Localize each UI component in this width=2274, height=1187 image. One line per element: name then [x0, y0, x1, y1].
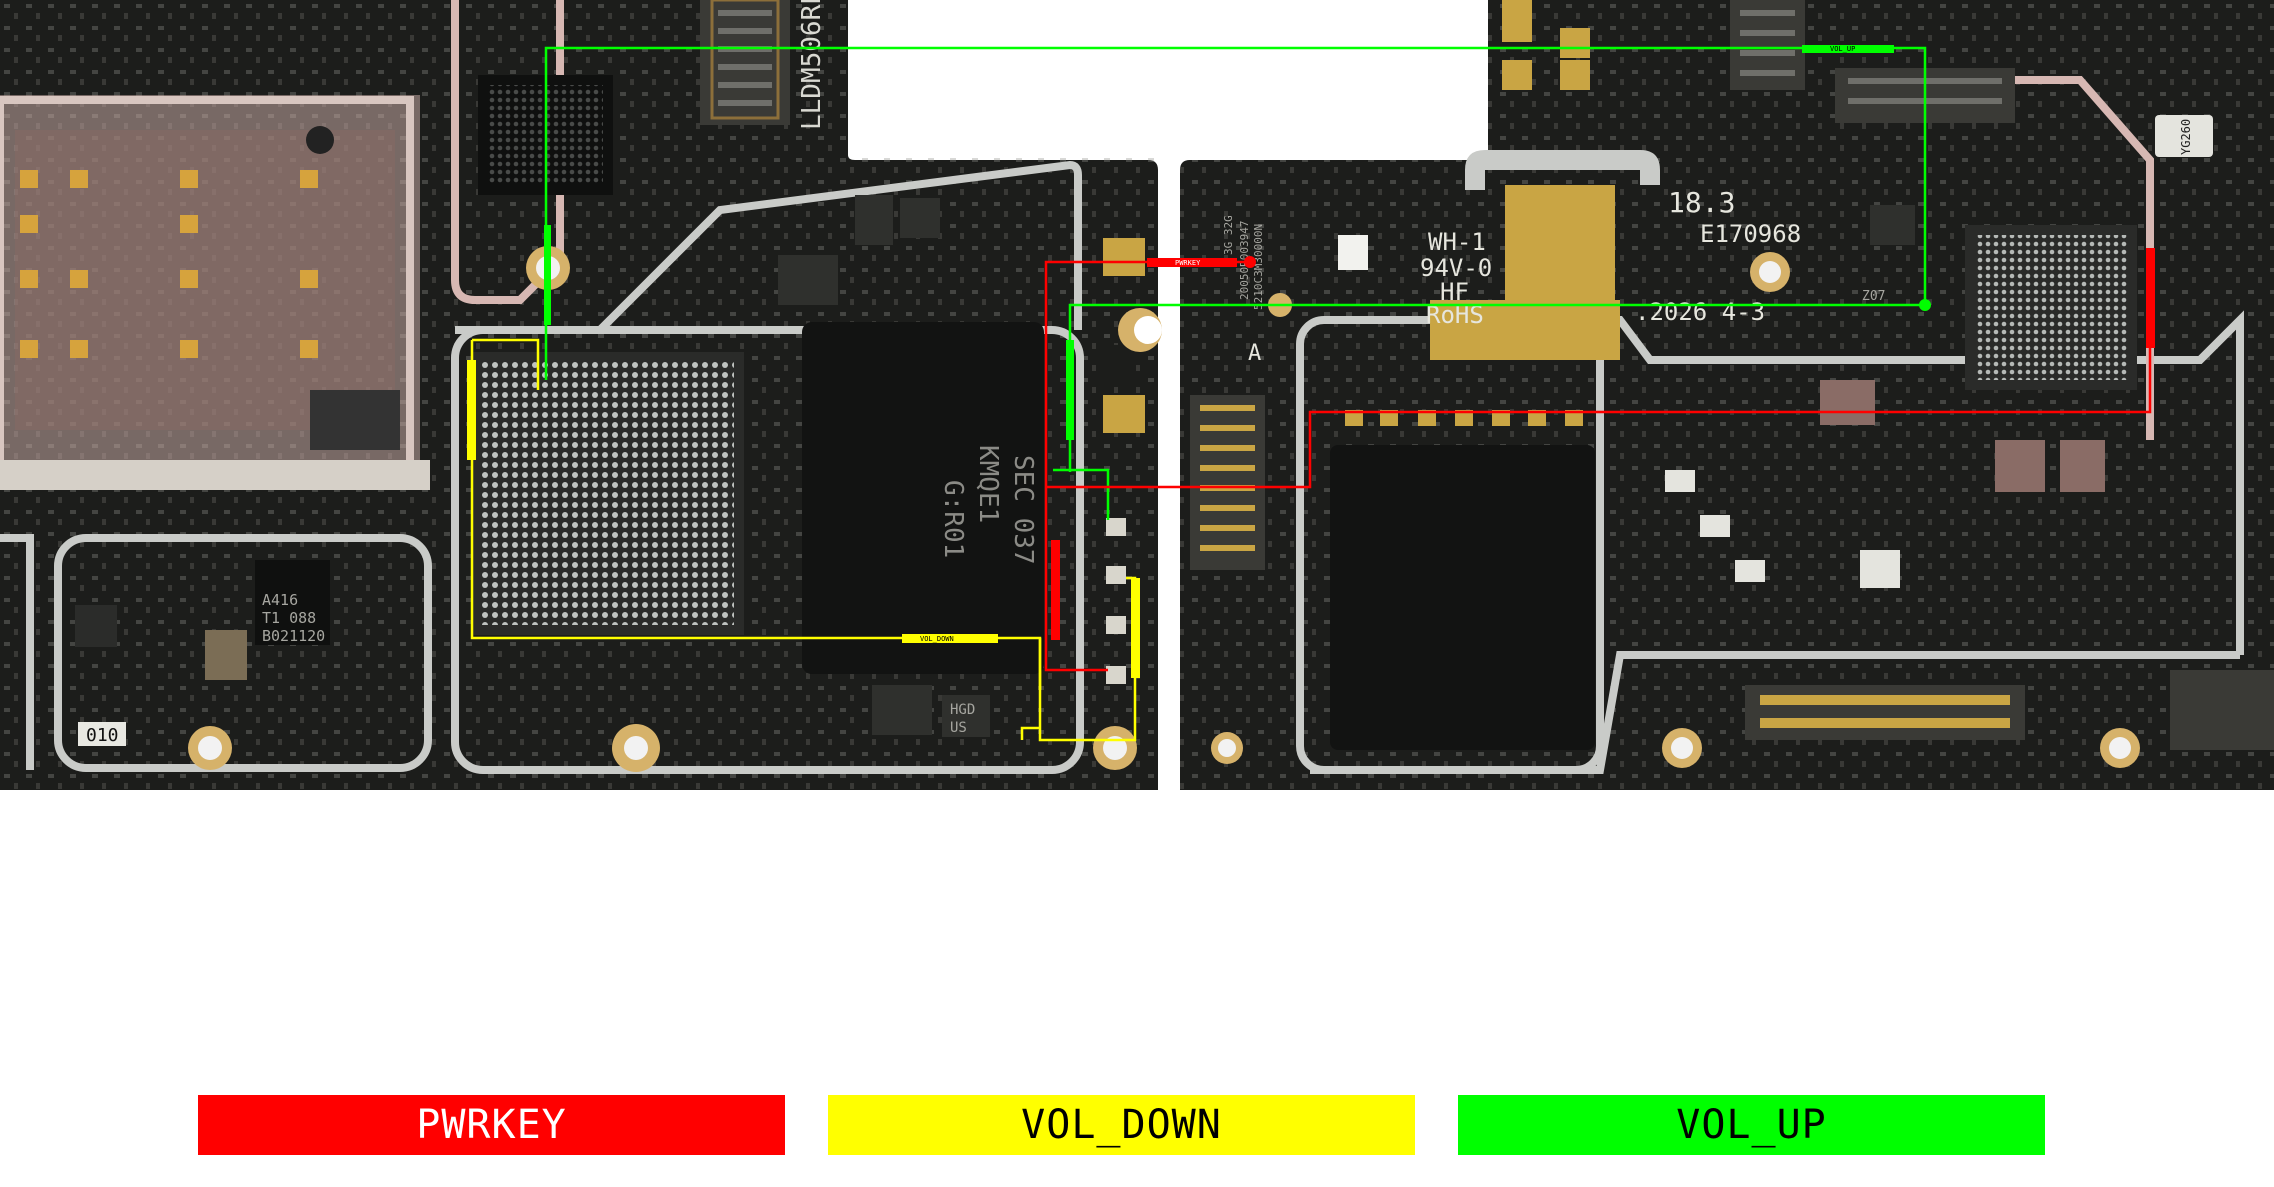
svg-text:18.3: 18.3 — [1668, 186, 1735, 219]
vol-up-tag-top: VOL_UP — [1830, 45, 1855, 53]
vol-up-marker-2 — [1802, 45, 1894, 53]
legend-vol-down-label: VOL_DOWN — [1021, 1102, 1222, 1148]
svg-text:WH-1: WH-1 — [1428, 228, 1486, 256]
mounting-holes-right — [1211, 252, 2140, 768]
emmc-label-2: KMQE1 — [973, 445, 1003, 523]
svg-text:A: A — [1248, 341, 1261, 366]
mark-z07: Z07 — [1862, 289, 1885, 304]
mark-18-3: 18.3 — [1668, 186, 1735, 219]
pwrkey-marker-1 — [1147, 258, 1237, 267]
chip-t1: T1 088 — [262, 609, 316, 627]
mark-e170968: E170968 — [1700, 220, 1801, 248]
svg-text:VOL_UP: VOL_UP — [1830, 45, 1855, 53]
svg-text:KMQE1: KMQE1 — [973, 445, 1003, 523]
legend-vol-down: VOL_DOWN — [828, 1095, 1415, 1155]
svg-text:E170968: E170968 — [1700, 220, 1801, 248]
chip-a416: A416 — [262, 591, 298, 609]
chip-hgd: HGD — [950, 702, 975, 718]
pwrkey-marker-3 — [2146, 248, 2155, 348]
svg-text:A416: A416 — [262, 591, 298, 609]
vol-down-marker-2 — [902, 634, 998, 643]
legend-vol-up: VOL_UP — [1458, 1095, 2045, 1155]
right-board: 18.3 E170968 WH-1 94V-0 HF RoHS .2026 4-… — [1180, 0, 2274, 790]
mark-hf: HF — [1440, 278, 1469, 306]
svg-text:YG260: YG260 — [2179, 119, 2193, 155]
svg-text:PWRKEY: PWRKEY — [1175, 259, 1201, 267]
left-board: LLDM506REV SEC 037 KMQE1 G:R01 A416 T1 0… — [0, 0, 1488, 790]
vol-down-marker-1 — [467, 360, 476, 460]
chip-010-label: 010 — [86, 725, 119, 746]
batch-1: 3G 32G — [1222, 215, 1235, 255]
svg-text:LLDM506REV: LLDM506REV — [797, 0, 827, 130]
pcb-diagram: LLDM506REV SEC 037 KMQE1 G:R01 A416 T1 0… — [0, 0, 2274, 790]
pwrkey-marker-2 — [1051, 540, 1060, 640]
mark-a: A — [1248, 341, 1261, 366]
svg-text:.2026 4-3: .2026 4-3 — [1635, 298, 1765, 326]
batch-3: 5210C3M30000N — [1252, 224, 1265, 310]
legend-pwrkey-label: PWRKEY — [416, 1102, 567, 1148]
svg-text:G:R01: G:R01 — [938, 480, 968, 558]
pwrkey-tag: PWRKEY — [1175, 259, 1201, 267]
vol-down-tag: VOL_DOWN — [920, 635, 954, 643]
soc-bga — [472, 352, 744, 635]
chip-us: US — [950, 720, 967, 736]
svg-text:010: 010 — [86, 725, 119, 746]
sim-tray — [0, 95, 430, 490]
emmc-label-1: SEC 037 — [1008, 455, 1038, 565]
svg-text:VOL_DOWN: VOL_DOWN — [920, 635, 954, 643]
vol-down-marker-3 — [1131, 578, 1140, 678]
osc-label: YG260 — [2179, 119, 2193, 155]
svg-text:94V-0: 94V-0 — [1420, 254, 1492, 282]
emmc-chip: SEC 037 KMQE1 G:R01 — [802, 322, 1044, 674]
legend-vol-up-label: VOL_UP — [1676, 1102, 1827, 1148]
svg-text:5210C3M30000N: 5210C3M30000N — [1252, 224, 1265, 310]
svg-text:3G 32G: 3G 32G — [1222, 215, 1235, 255]
vol-up-marker-1 — [544, 225, 551, 325]
emmc-label-3: G:R01 — [938, 480, 968, 558]
svg-text:SEC 037: SEC 037 — [1008, 455, 1038, 565]
chip-b021: B021120 — [262, 627, 325, 645]
mark-date: .2026 4-3 — [1635, 298, 1765, 326]
svg-text:HGD: HGD — [950, 702, 975, 718]
legend-pwrkey: PWRKEY — [198, 1095, 785, 1155]
svg-text:HF: HF — [1440, 278, 1469, 306]
vol-up-marker-3 — [1066, 340, 1074, 440]
mark-94v0: 94V-0 — [1420, 254, 1492, 282]
svg-text:Z07: Z07 — [1862, 289, 1885, 304]
svg-text:B021120: B021120 — [262, 627, 325, 645]
board-id-label: LLDM506REV — [797, 0, 827, 130]
svg-text:T1 088: T1 088 — [262, 609, 316, 627]
svg-text:US: US — [950, 720, 967, 736]
mark-wh1: WH-1 — [1428, 228, 1486, 256]
